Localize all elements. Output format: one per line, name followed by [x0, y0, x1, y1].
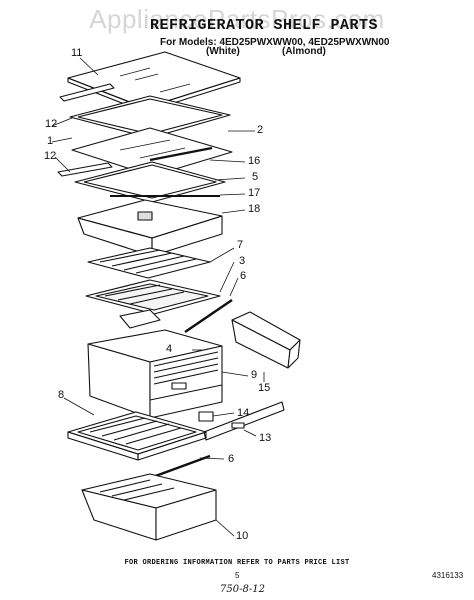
- variant-almond: (Almond): [282, 46, 326, 57]
- variant-white: (White): [206, 46, 240, 57]
- part-glass-shelf-top: [67, 51, 241, 113]
- leader-6a: [229, 277, 239, 297]
- leader-17: [219, 193, 246, 196]
- part-crisper-drawer: [87, 329, 223, 419]
- leader-18: [221, 209, 246, 214]
- document-number: 4316133: [432, 571, 464, 580]
- part-rail-lower: [149, 454, 211, 480]
- leader-3: [219, 261, 235, 293]
- part-control-slide: [198, 411, 214, 422]
- callout-17: 17: [248, 187, 261, 199]
- callout-1: 1: [47, 135, 54, 147]
- callout-12-upper: 12: [45, 118, 58, 130]
- part-crisper-frame: [85, 279, 221, 315]
- callout-14: 14: [237, 407, 250, 419]
- part-control-plate: [203, 401, 285, 441]
- leader-13: [243, 429, 257, 437]
- leader-10: [215, 519, 235, 537]
- leader-5: [214, 177, 246, 181]
- handwritten-note: 750-8-12: [220, 584, 265, 595]
- part-wire-grid-shelf: [87, 247, 211, 279]
- callout-12-lower: 12: [44, 150, 57, 162]
- leader-8: [63, 397, 95, 416]
- callout-11: 11: [71, 47, 83, 59]
- leader-12a: [51, 117, 73, 127]
- part-shelf-frame-lower: [74, 161, 226, 203]
- leader-11: [79, 57, 99, 76]
- callout-8: 8: [58, 389, 65, 401]
- callout-6-upper: 6: [240, 270, 247, 282]
- watermark: AppliancePartsPros.com: [89, 4, 385, 34]
- callout-15: 15: [258, 382, 271, 394]
- part-front-trim-upper: [59, 83, 115, 102]
- part-glass-shelf-middle: [71, 127, 233, 177]
- callout-6-lower: 6: [228, 453, 235, 465]
- ordering-note: FOR ORDERING INFORMATION REFER TO PARTS …: [124, 559, 350, 567]
- part-shelf-frame: [69, 95, 231, 139]
- leader-16: [209, 159, 246, 163]
- callout-10: 10: [236, 530, 249, 542]
- callout-18: 18: [248, 203, 261, 215]
- page-number: 5: [235, 571, 240, 580]
- diagram-title: REFRIGERATOR SHELF PARTS: [150, 17, 379, 34]
- part-bottom-drawer: [81, 473, 217, 541]
- callout-2: 2: [257, 124, 264, 136]
- model-numbers: For Models: 4ED25PWXWW00, 4ED25PWXWN00: [160, 37, 390, 48]
- leader-9: [221, 371, 249, 377]
- leader-6b: [199, 457, 225, 460]
- callout-4: 4: [166, 343, 173, 355]
- part-lower-grid-shelf: [67, 411, 207, 461]
- callout-5: 5: [252, 171, 259, 183]
- callout-13: 13: [259, 432, 272, 444]
- callout-3: 3: [239, 255, 246, 267]
- leader-12b: [54, 156, 71, 173]
- callout-9: 9: [251, 369, 258, 381]
- leader-1: [51, 137, 73, 143]
- part-dairy-bin: [231, 311, 301, 369]
- leader-7: [209, 247, 235, 263]
- callout-7: 7: [237, 239, 244, 251]
- part-crisper-cover: [77, 199, 223, 257]
- part-front-trim-lower: [57, 162, 113, 177]
- part-support-clip: [119, 309, 161, 329]
- part-rail-upper: [184, 298, 233, 334]
- leader-14: [212, 412, 235, 417]
- callout-16: 16: [248, 155, 261, 167]
